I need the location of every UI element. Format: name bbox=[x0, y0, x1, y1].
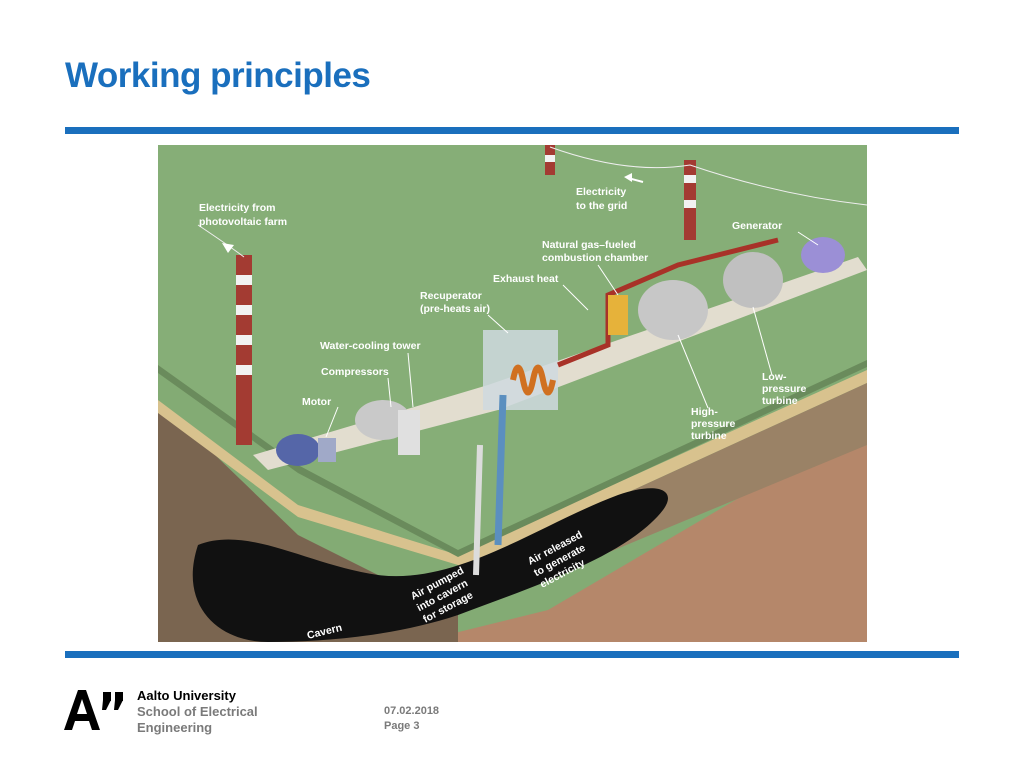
power-line-top bbox=[549, 146, 867, 206]
leader-motor bbox=[325, 406, 339, 438]
arrow-to-grid-head bbox=[624, 173, 632, 182]
leader-exhaust-heat bbox=[562, 284, 589, 311]
strata-band-1 bbox=[158, 400, 458, 565]
school-name-line2: Engineering bbox=[137, 720, 213, 735]
title-divider bbox=[65, 127, 959, 134]
label-high-pressure-turbine: High- pressure turbine bbox=[691, 406, 738, 442]
leader-generator bbox=[797, 231, 819, 246]
power-line-left bbox=[197, 224, 245, 258]
cavern-shape bbox=[192, 488, 668, 642]
transmission-tower-left bbox=[236, 255, 252, 445]
high-pressure-turbine bbox=[638, 280, 708, 340]
leader-high-pressure-turbine bbox=[677, 334, 709, 409]
motor bbox=[276, 434, 336, 466]
generator bbox=[801, 237, 845, 273]
pipe-air-down bbox=[494, 394, 507, 546]
university-name: Aalto University bbox=[137, 688, 236, 703]
school-name-line1: School of Electrical bbox=[137, 704, 258, 719]
low-pressure-turbine bbox=[723, 252, 783, 308]
leader-water-cooling-tower bbox=[407, 352, 414, 408]
footer-divider bbox=[65, 651, 959, 658]
label-combustion-chamber: Natural gas–fueled combustion chamber bbox=[542, 239, 648, 264]
compressors bbox=[355, 400, 420, 455]
label-motor: Motor bbox=[302, 396, 331, 408]
combustion-chamber bbox=[608, 295, 628, 335]
strata-band-2 bbox=[458, 370, 867, 570]
page-title: Working principles bbox=[65, 56, 371, 95]
leader-recuperator bbox=[487, 314, 509, 334]
label-low-pressure-turbine: Low- pressure turbine bbox=[762, 371, 809, 407]
recuperator-coil bbox=[510, 364, 556, 396]
page-number: Page 3 bbox=[384, 720, 420, 732]
label-recuperator: Recuperator (pre-heats air) bbox=[420, 290, 490, 315]
soil-right bbox=[418, 445, 867, 642]
leader-combustion-chamber bbox=[597, 264, 619, 296]
label-exhaust-heat: Exhaust heat bbox=[493, 273, 559, 285]
pipe-air-down-2 bbox=[473, 444, 483, 576]
caes-plant-diagram: Electricity from photovoltaic farm Elect… bbox=[158, 145, 867, 642]
aalto-logo bbox=[64, 690, 123, 730]
arrow-from-pv-head bbox=[222, 243, 234, 253]
footer-meta: 07.02.2018 Page 3 bbox=[384, 704, 439, 734]
label-electricity-to-grid: Electricity to the grid bbox=[576, 186, 629, 212]
footer-institution: Aalto University School of Electrical En… bbox=[137, 688, 258, 736]
transmission-tower-far bbox=[545, 145, 555, 175]
label-water-cooling-tower: Water-cooling tower bbox=[320, 340, 421, 352]
label-electricity-from-pv: Electricity from photovoltaic farm bbox=[199, 202, 287, 228]
label-compressors: Compressors bbox=[321, 366, 389, 378]
leader-low-pressure-turbine bbox=[752, 306, 773, 376]
label-generator: Generator bbox=[732, 220, 782, 232]
transmission-tower-right bbox=[684, 160, 696, 240]
leader-compressors bbox=[387, 377, 392, 408]
slide-date: 07.02.2018 bbox=[384, 705, 440, 717]
